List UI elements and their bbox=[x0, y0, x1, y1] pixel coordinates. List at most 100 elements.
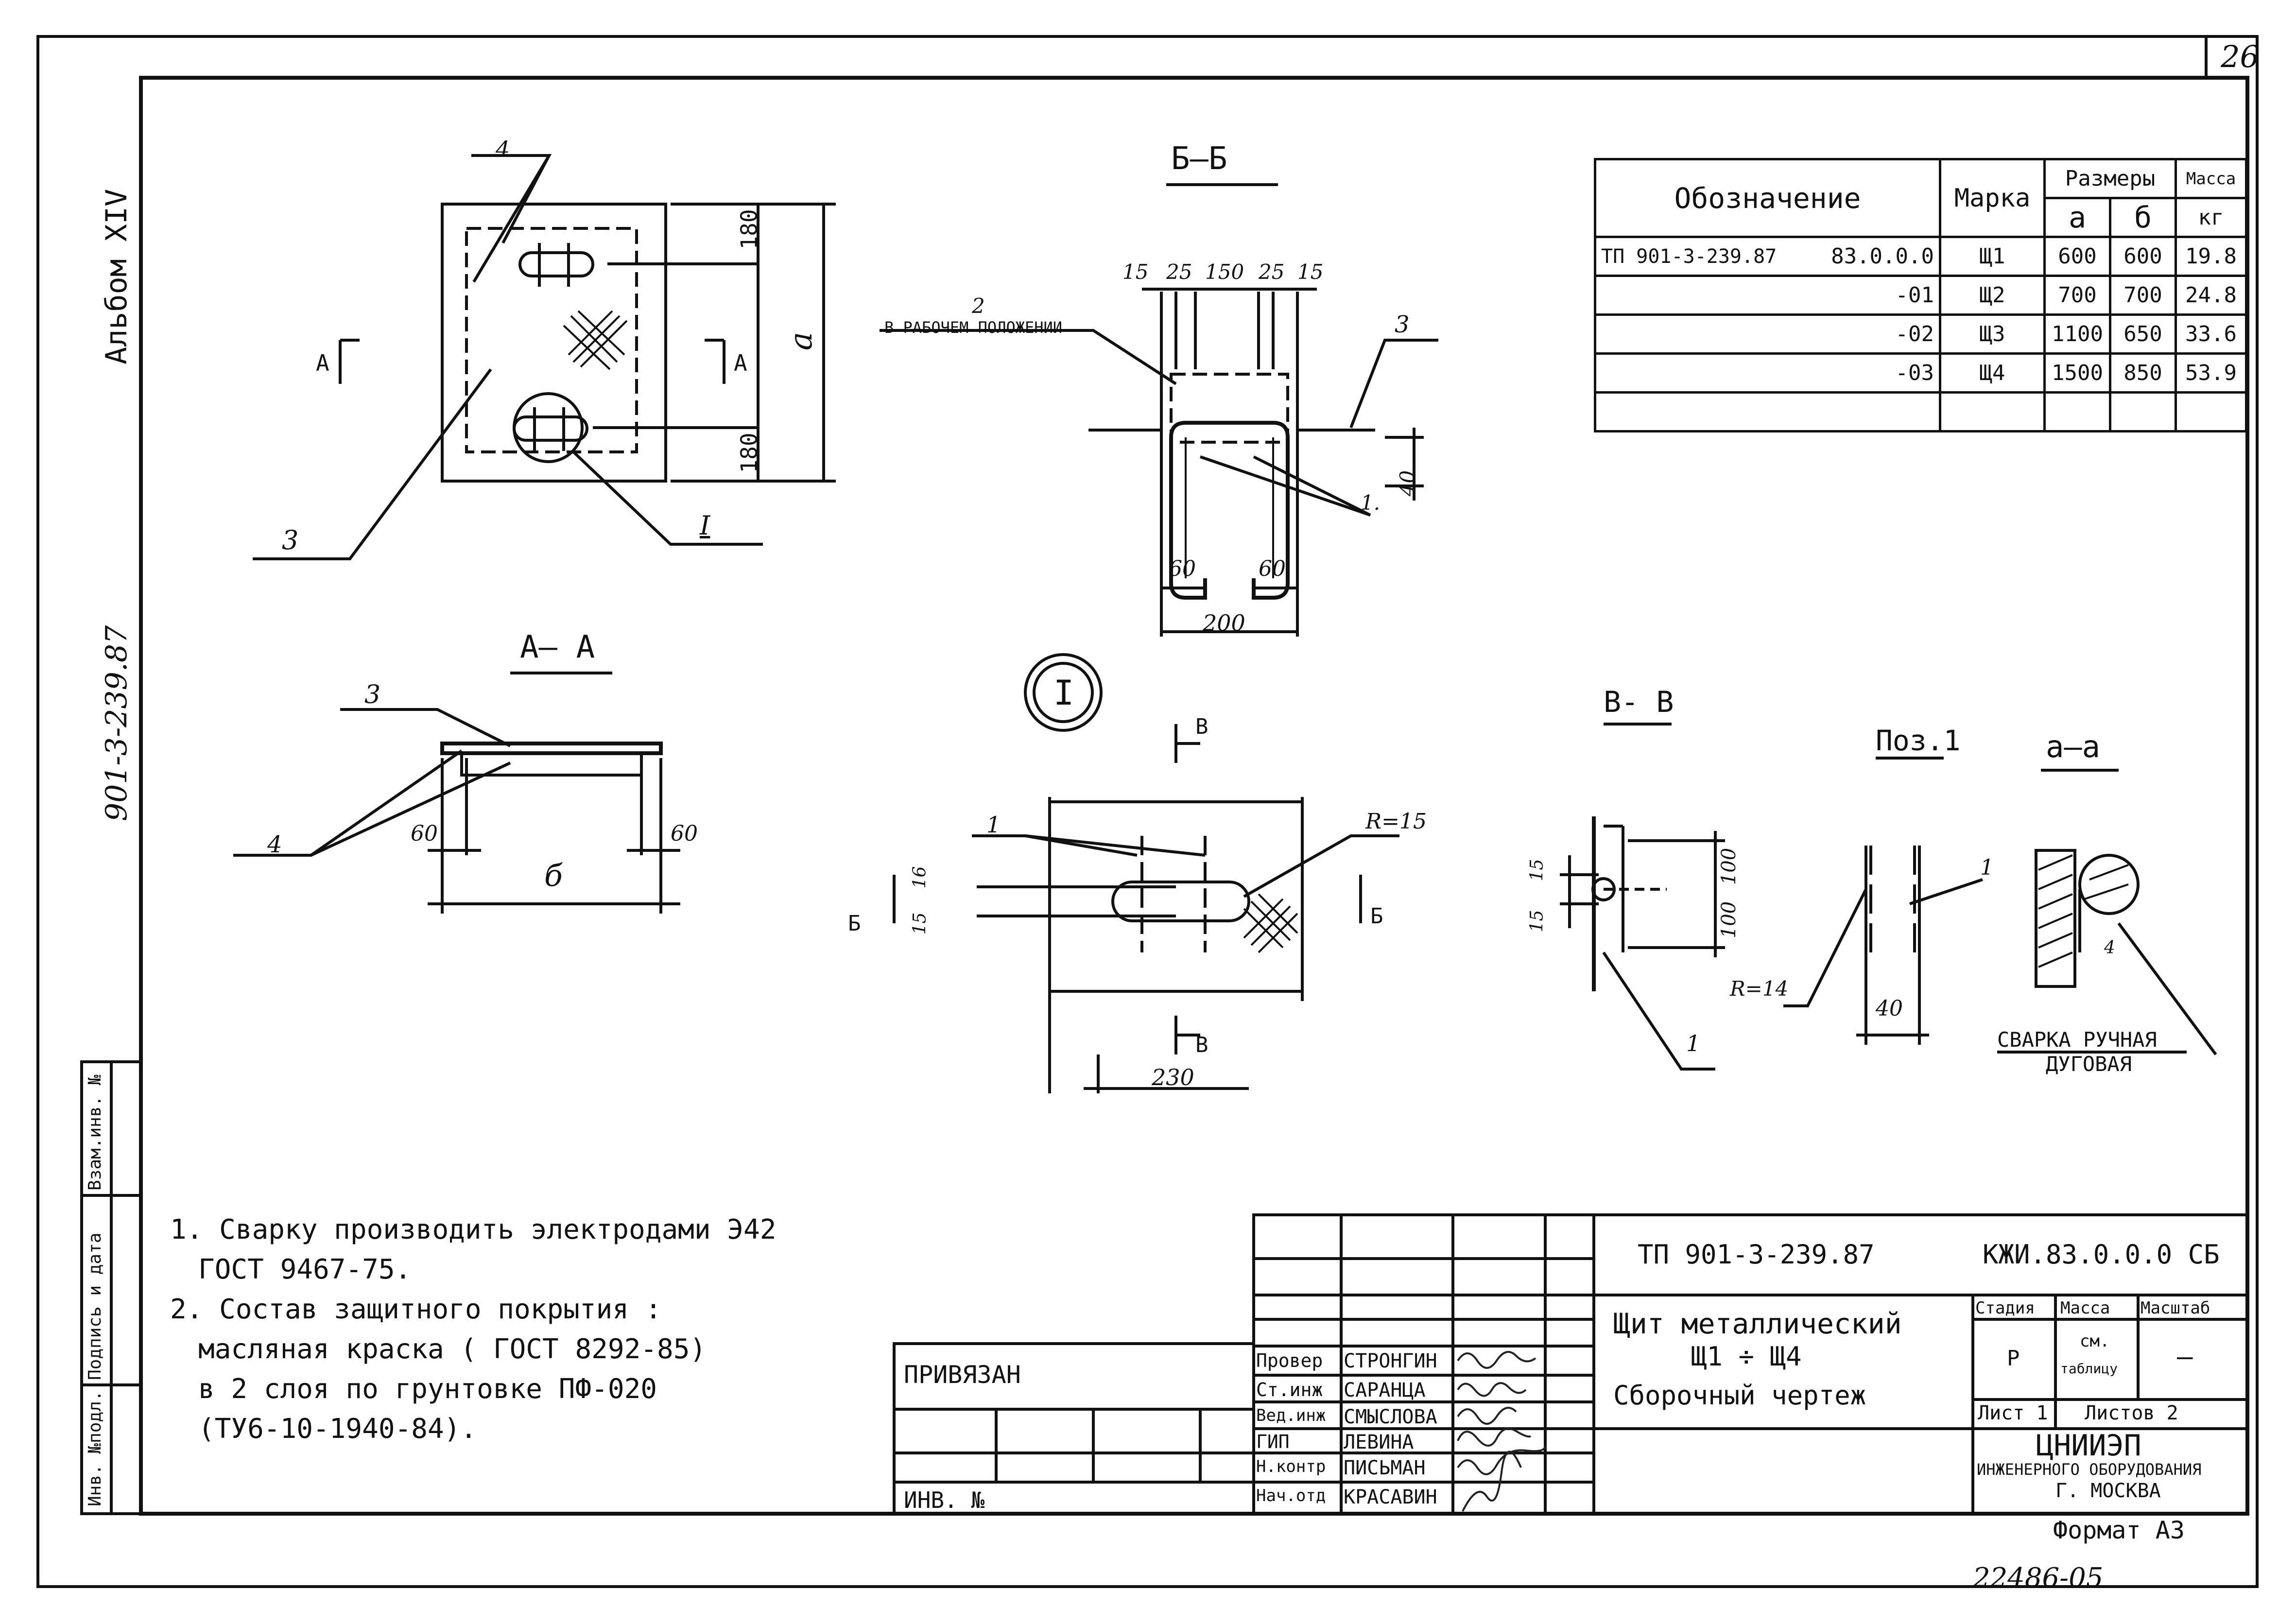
plan-dim-180-bottom: 180 bbox=[736, 432, 762, 473]
page-number: 26 bbox=[2221, 39, 2259, 74]
value-mass-2: таблицу bbox=[2060, 1361, 2118, 1377]
header-size-a: а bbox=[2043, 197, 2111, 238]
cell-a: 600 bbox=[2043, 236, 2111, 277]
note-line: 2. Состав защитного покрытия : bbox=[170, 1294, 662, 1325]
section-bb bbox=[880, 183, 1438, 637]
table-row: ТП 901-3-239.87 83.0.0.0 Щ1 600 600 19.8 bbox=[1594, 236, 2247, 277]
cut-mark-a-left: А bbox=[316, 350, 329, 376]
note-line: 1. Сварку производить электродами Э42 bbox=[170, 1214, 777, 1245]
detail-dim-230: 230 bbox=[1152, 1064, 1194, 1090]
bb-dim-150: 150 bbox=[1205, 260, 1244, 284]
label-mass: Масса bbox=[2060, 1298, 2110, 1318]
note-line: (ТУ6-10-1940-84). bbox=[198, 1413, 477, 1445]
role-label: Провер bbox=[1256, 1350, 1323, 1371]
plan-view bbox=[253, 154, 836, 560]
value-stage: Р bbox=[2007, 1346, 2020, 1371]
table-row: -03 Щ4 1500 850 53.9 bbox=[1594, 352, 2247, 394]
title-block-grid bbox=[893, 1213, 2249, 1515]
vv-dim-100b: 100 bbox=[1718, 901, 1741, 939]
weld-hatch bbox=[2038, 854, 2129, 968]
weld-note-2: дуговая bbox=[2046, 1052, 2132, 1076]
bb-label-3: 3 bbox=[1395, 311, 1410, 338]
vv-dim-100a: 100 bbox=[1718, 847, 1741, 885]
detail-dim-15: 15 bbox=[910, 912, 930, 935]
role-name: Стронгин bbox=[1344, 1350, 1437, 1372]
role-label: ГИП bbox=[1256, 1431, 1290, 1452]
role-name: Красавин bbox=[1344, 1486, 1437, 1508]
section-vv bbox=[1560, 723, 1725, 1071]
role-label: Вед.инж bbox=[1256, 1406, 1326, 1425]
plan-dim-a: а bbox=[783, 331, 820, 351]
cell-suffix: -02 bbox=[1809, 313, 1942, 355]
role-label: Ст.инж bbox=[1256, 1379, 1323, 1400]
role-name: Левина bbox=[1344, 1431, 1414, 1453]
org-name-2: инженерного оборудования bbox=[1977, 1460, 2202, 1479]
vv-label-1: 1 bbox=[1686, 1030, 1701, 1056]
bb-dim-60a: 60 bbox=[1169, 556, 1196, 581]
detail-label-1: 1 bbox=[986, 812, 1001, 838]
header-mass-unit: кг bbox=[2175, 197, 2247, 238]
section-vv-title: В- В bbox=[1604, 685, 1674, 719]
table-row: -01 Щ2 700 700 24.8 bbox=[1594, 275, 2247, 316]
title-name-3: Сборочный чертеж bbox=[1613, 1380, 1866, 1411]
cell-suffix: -03 bbox=[1809, 352, 1942, 394]
table-row-empty bbox=[1594, 391, 2247, 432]
poz1-title: Поз.1 bbox=[1876, 724, 1961, 757]
table-row: -02 Щ3 1100 650 33.6 bbox=[1594, 313, 2247, 355]
bb-dim-200: 200 bbox=[1203, 610, 1245, 636]
note-line: ГОСТ 9467-75. bbox=[198, 1254, 412, 1285]
stamp-podpis-data: Подпись и дата bbox=[85, 1232, 105, 1380]
weld-note-1: Сварка ручная bbox=[1997, 1028, 2157, 1052]
cell-mass: 33.6 bbox=[2175, 313, 2247, 355]
section-alpha-title: а–а bbox=[2046, 729, 2100, 764]
section-alpha bbox=[1997, 769, 2217, 1055]
bb-dim-60b: 60 bbox=[1259, 556, 1286, 581]
format-label: Формат А3 bbox=[2053, 1516, 2185, 1544]
cell-mark: Щ4 bbox=[1939, 352, 2046, 394]
bb-dim-25a: 25 bbox=[1166, 260, 1192, 284]
cut-mark-a-right: А bbox=[734, 350, 747, 376]
org-name-3: г. Москва bbox=[2055, 1480, 2161, 1502]
cell-suffix: 83.0.0.0 bbox=[1809, 236, 1942, 277]
vv-dim-15b: 15 bbox=[1527, 910, 1547, 933]
poz1-dim-40: 40 bbox=[1876, 996, 1903, 1021]
cut-mark-b-left: Б bbox=[848, 911, 861, 936]
bb-label-2-note: в рабочем положении bbox=[884, 318, 1063, 337]
cut-mark-v-bottom: В bbox=[1195, 1033, 1208, 1057]
mesh-hatch-2 bbox=[1243, 893, 1298, 953]
bb-dim-15b: 15 bbox=[1297, 260, 1324, 284]
aa-label-4: 4 bbox=[267, 831, 282, 858]
role-name: Саранца bbox=[1344, 1379, 1426, 1401]
label-sheet: Лист 1 bbox=[1978, 1402, 2048, 1424]
node-i-label: I bbox=[1053, 673, 1074, 713]
stamp-inv-podl: Инв. №подл. bbox=[85, 1390, 105, 1506]
aa-dim-b: б bbox=[544, 858, 563, 893]
header-mark: Марка bbox=[1939, 158, 2046, 238]
cell-a: 700 bbox=[2043, 275, 2111, 316]
role-label: Н.контр bbox=[1256, 1457, 1326, 1476]
aa-dim-60a: 60 bbox=[411, 821, 438, 846]
header-mass: Масса bbox=[2175, 158, 2247, 199]
bb-dim-40: 40 bbox=[1396, 470, 1420, 497]
notes-block: 1. Сварку производить электродами Э42 ГО… bbox=[170, 1210, 776, 1449]
plan-label-3: 3 bbox=[282, 525, 299, 555]
cell-b: 600 bbox=[2109, 236, 2177, 277]
cell-mass: 24.8 bbox=[2175, 275, 2247, 316]
privyazan-label: Привязан bbox=[904, 1361, 1021, 1389]
header-size-b: б bbox=[2109, 197, 2177, 238]
bb-dim-25b: 25 bbox=[1259, 260, 1285, 284]
alpha-dim-4: 4 bbox=[2104, 938, 2115, 958]
cell-code bbox=[1594, 352, 1810, 394]
cell-b: 650 bbox=[2109, 313, 2177, 355]
bb-label-2: 2 bbox=[972, 294, 985, 318]
bb-dim-15a: 15 bbox=[1122, 260, 1149, 284]
title-name-1: Щит металлический bbox=[1613, 1307, 1902, 1340]
poz1-label-1: 1 bbox=[1980, 855, 1994, 880]
label-stage: Стадия bbox=[1975, 1298, 2035, 1318]
mesh-hatch-1 bbox=[563, 310, 628, 370]
cell-b: 850 bbox=[2109, 352, 2177, 394]
node-i-marker bbox=[1024, 653, 1103, 732]
title-name-2: Щ1 ÷ Щ4 bbox=[1691, 1341, 1802, 1372]
stamp-vzam-inv: Взам.инв. № bbox=[85, 1074, 105, 1191]
